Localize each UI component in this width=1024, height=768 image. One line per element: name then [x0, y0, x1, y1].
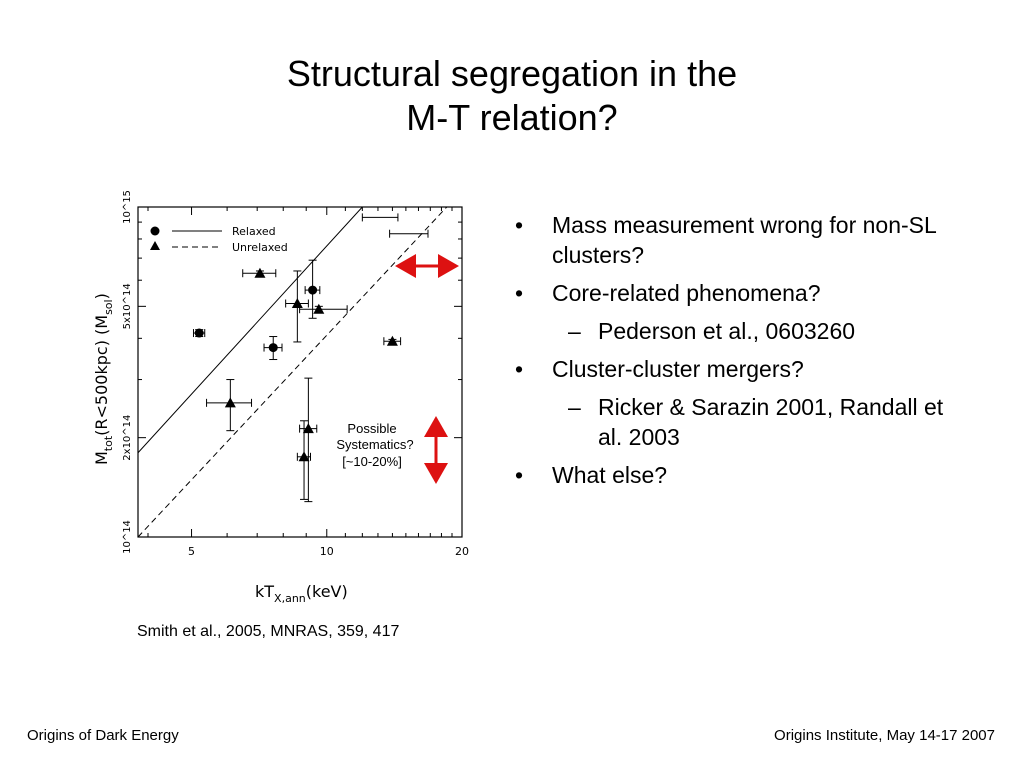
bullet-item: • What else?	[510, 460, 950, 490]
y-tick-label: 5x10^14	[122, 283, 133, 329]
y-tick-label: 10^14	[122, 520, 133, 554]
bullet-marker: –	[568, 394, 581, 420]
unrelaxed-point	[386, 335, 398, 346]
annotation-line-2: Systematics?	[336, 437, 413, 452]
y-axis-label: Mtot(R<500kpc) (Msol)	[92, 293, 115, 465]
bullet-text: Mass measurement wrong for non-SL cluste…	[552, 212, 936, 268]
relaxed-point	[308, 285, 318, 295]
unrelaxed-point	[298, 451, 310, 462]
y-tick-label: 2x10^14	[122, 415, 133, 461]
bullet-item: –Ricker & Sarazin 2001, Randall et al. 2…	[510, 392, 950, 452]
systematics-annotation: Possible Systematics? [~10-20%]	[336, 254, 459, 484]
relaxed-point	[194, 328, 204, 338]
plot-frame	[137, 206, 463, 538]
annotation-line-1: Possible	[347, 421, 396, 436]
legend-triangle-marker	[150, 241, 160, 250]
bullet-marker: •	[515, 462, 524, 488]
fit-line-unrelaxed	[138, 207, 448, 537]
unrelaxed-point	[313, 303, 325, 314]
x-tick-label: 10	[320, 545, 334, 558]
legend-label-relaxed: Relaxed	[232, 225, 276, 238]
x-tick-label: 5	[188, 545, 195, 558]
bullet-text: Ricker & Sarazin 2001, Randall et al. 20…	[598, 394, 944, 450]
bullet-text: Core-related phenomena?	[552, 280, 821, 306]
bullet-marker: •	[515, 356, 524, 382]
unrelaxed-point	[302, 423, 314, 434]
bullet-marker: –	[568, 318, 581, 344]
bullet-text: What else?	[552, 462, 668, 488]
citation: Smith et al., 2005, MNRAS, 359, 417	[137, 623, 400, 640]
x-axis-label: kTX,ann(keV)	[255, 582, 348, 605]
annotation-line-3: [~10-20%]	[342, 454, 402, 469]
bullet-item: • Core-related phenomena?	[510, 278, 950, 308]
bullet-list: • Mass measurement wrong for non-SL clust…	[510, 210, 950, 498]
y-tick-label: 10^15	[122, 190, 133, 224]
bullet-marker: •	[515, 280, 524, 306]
x-tick-label: 20	[455, 545, 469, 558]
unrelaxed-point	[291, 298, 303, 309]
fit-line-relaxed	[138, 207, 363, 454]
legend-label-unrelaxed: Unrelaxed	[232, 241, 288, 254]
bullet-item: • Mass measurement wrong for non-SL clust…	[510, 210, 950, 270]
slide-title: Structural segregation in the M-T relati…	[0, 52, 1024, 140]
unrelaxed-point	[224, 397, 236, 408]
chart-legend: Relaxed Unrelaxed	[150, 225, 288, 254]
relaxed-point	[268, 343, 278, 353]
slide-title-line-1: Structural segregation in the	[286, 53, 738, 94]
bullet-item: –Pederson et al., 0603260	[510, 316, 950, 346]
bullet-item: • Cluster-cluster mergers?	[510, 354, 950, 384]
mass-temperature-chart: 5 10 20 10^14 2x10^14 5x10^14 10^15 Relaxed Un…	[92, 190, 469, 605]
unrelaxed-point	[254, 267, 266, 278]
bullet-marker: •	[515, 212, 524, 238]
footer-right: Origins Institute, May 14-17 2007	[774, 727, 995, 744]
legend-circle-marker	[150, 226, 160, 236]
bullet-text: Cluster-cluster mergers?	[552, 356, 804, 382]
slide-title-line-2: M-T relation?	[406, 97, 618, 138]
bullet-text: Pederson et al., 0603260	[598, 318, 856, 344]
footer-left: Origins of Dark Energy	[27, 727, 179, 744]
